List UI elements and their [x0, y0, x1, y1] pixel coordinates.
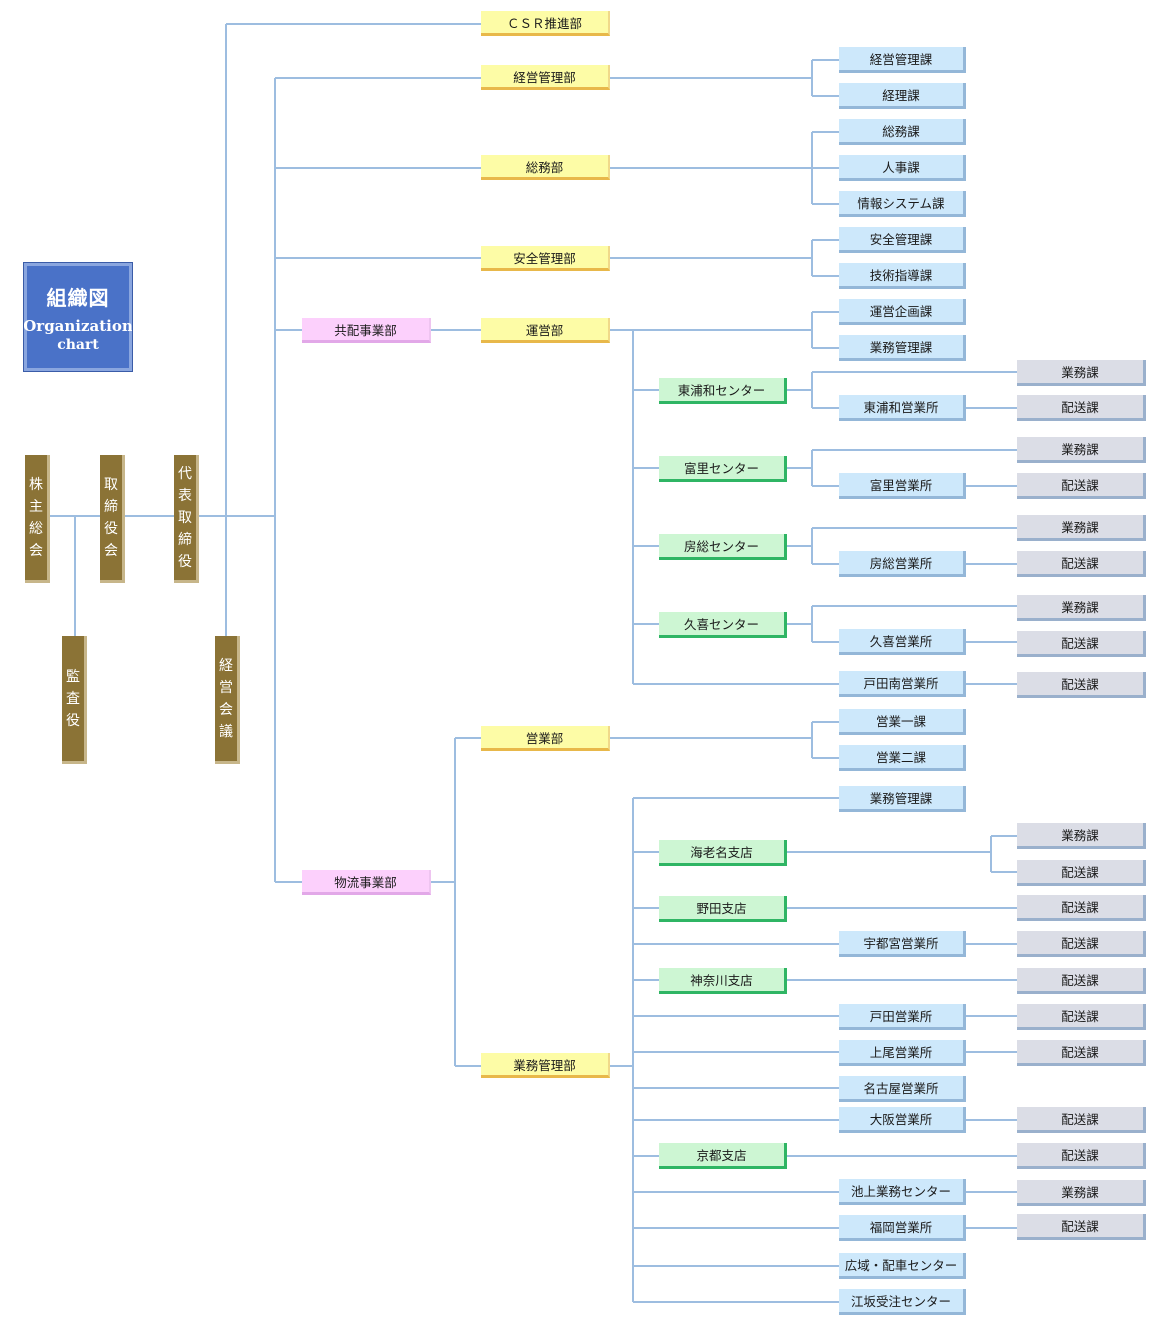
operations-department-box: 運営部: [481, 318, 610, 343]
center-box: 東浦和センター: [659, 378, 787, 404]
unit-box: 配送課: [1017, 1107, 1146, 1133]
section-box: 人事課: [839, 155, 966, 181]
office-box: 戸田営業所: [839, 1004, 966, 1030]
unit-box: 業務課: [1017, 360, 1146, 386]
vertical-label: 取締役会: [104, 476, 118, 559]
branch-box: 京都支店: [659, 1143, 787, 1169]
vertical-label: 経営会議: [219, 657, 233, 740]
unit-box: 配送課: [1017, 1004, 1146, 1030]
general-affairs-department-box: 総務部: [481, 155, 610, 180]
joint-delivery-division-box: 共配事業部: [302, 318, 431, 343]
vertical-label: 株主総会: [29, 476, 43, 559]
office-box: 名古屋営業所: [839, 1076, 966, 1102]
office-box: 宇都宮営業所: [839, 931, 966, 957]
unit-box: 配送課: [1017, 860, 1146, 886]
unit-box: 業務課: [1017, 823, 1146, 849]
branch-box: 海老名支店: [659, 840, 787, 866]
section-box: 情報システム課: [839, 191, 966, 217]
office-box: 戸田南営業所: [839, 671, 966, 697]
section-box: 経理課: [839, 83, 966, 109]
chart-title-english: Organization: [23, 316, 133, 335]
center-box: 富里センター: [659, 456, 787, 482]
chart-title: 組織図: [46, 285, 110, 310]
section-box: 経営管理課: [839, 47, 966, 73]
unit-box: 業務課: [1017, 1180, 1146, 1206]
vertical-label: 監査役: [66, 668, 80, 729]
unit-box: 業務課: [1017, 437, 1146, 463]
csr-department-box: ＣＳＲ推進部: [481, 11, 610, 36]
vertical-label: 代表取締役: [178, 465, 192, 570]
business-admin-department-box: 業務管理部: [481, 1053, 610, 1078]
center-box: 房総センター: [659, 534, 787, 560]
chart-title-english-2: chart: [57, 336, 99, 353]
unit-box: 業務課: [1017, 595, 1146, 621]
office-box: 東浦和営業所: [839, 395, 966, 421]
branch-box: 野田支店: [659, 896, 787, 922]
unit-box: 配送課: [1017, 551, 1146, 577]
office-box: 上尾営業所: [839, 1040, 966, 1066]
section-box: 業務管理課: [839, 786, 966, 812]
logistics-division-box: 物流事業部: [302, 870, 431, 895]
unit-box: 配送課: [1017, 631, 1146, 657]
section-box: 安全管理課: [839, 227, 966, 253]
management-meeting-box: 経営会議: [215, 636, 240, 764]
shareholders-meeting-box: 株主総会: [25, 455, 50, 583]
president-box: 代表取締役: [174, 455, 199, 583]
section-box: 運営企画課: [839, 299, 966, 325]
office-box: 大阪営業所: [839, 1107, 966, 1133]
board-box: 取締役会: [100, 455, 125, 583]
office-box: 広域・配車センター: [839, 1253, 966, 1279]
sales-department-box: 営業部: [481, 726, 610, 751]
unit-box: 配送課: [1017, 395, 1146, 421]
chart-title-badge: 組織図 Organization chart: [23, 262, 133, 372]
office-box: 房総営業所: [839, 551, 966, 577]
office-box: 福岡営業所: [839, 1215, 966, 1241]
office-box: 久喜営業所: [839, 629, 966, 655]
unit-box: 配送課: [1017, 931, 1146, 957]
unit-box: 配送課: [1017, 672, 1146, 698]
unit-box: 業務課: [1017, 515, 1146, 541]
unit-box: 配送課: [1017, 1143, 1146, 1169]
center-box: 久喜センター: [659, 612, 787, 638]
unit-box: 配送課: [1017, 473, 1146, 499]
unit-box: 配送課: [1017, 1040, 1146, 1066]
auditor-box: 監査役: [62, 636, 87, 764]
section-box: 営業二課: [839, 745, 966, 771]
unit-box: 配送課: [1017, 1214, 1146, 1240]
office-box: 富里営業所: [839, 473, 966, 499]
branch-box: 神奈川支店: [659, 968, 787, 994]
section-box: 業務管理課: [839, 335, 966, 361]
unit-box: 配送課: [1017, 968, 1146, 994]
section-box: 営業一課: [839, 709, 966, 735]
unit-box: 配送課: [1017, 895, 1146, 921]
section-box: 技術指導課: [839, 263, 966, 289]
safety-department-box: 安全管理部: [481, 246, 610, 271]
office-box: 江坂受注センター: [839, 1289, 966, 1315]
office-box: 池上業務センター: [839, 1179, 966, 1205]
section-box: 総務課: [839, 119, 966, 145]
management-department-box: 経営管理部: [481, 65, 610, 90]
